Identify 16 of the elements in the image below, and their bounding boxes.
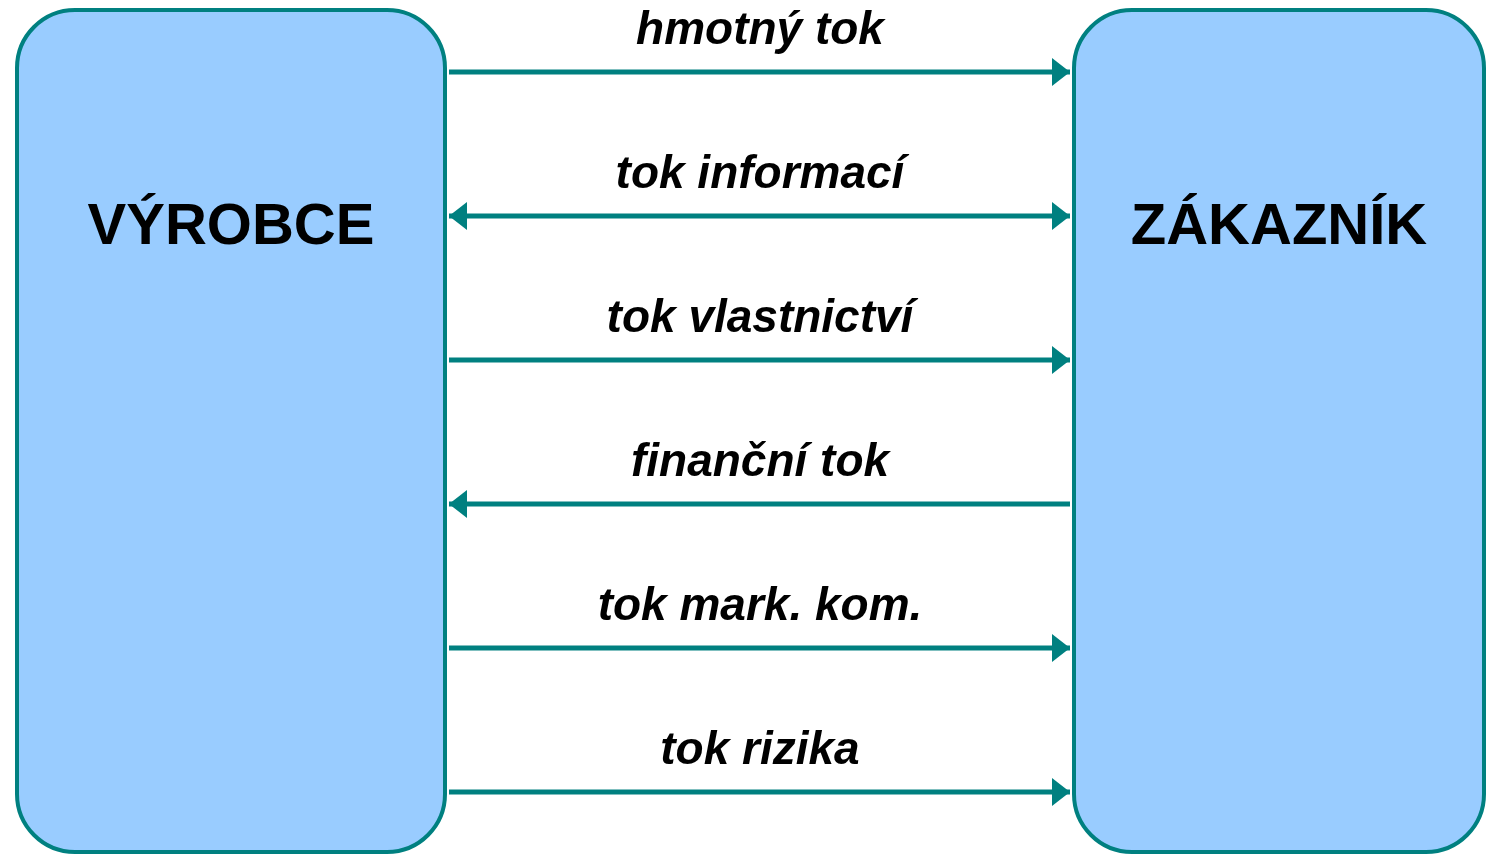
edge-label: tok informací [470,146,1050,198]
edge-label: finanční tok [629,434,892,486]
edge-label: tok rizika [659,722,861,774]
entity-box [1072,8,1486,854]
arrow [449,778,1070,806]
arrow [449,202,1070,230]
entity-title: ZÁKAZNÍK [1130,190,1428,258]
arrow [449,490,1070,518]
arrow [449,634,1070,662]
arrow [449,58,1070,86]
edge-label: tok vlastnictví [470,290,1050,342]
edge-label: hmotný tok [635,2,887,54]
entity-box [15,8,447,854]
entity-title: VÝROBCE [87,190,375,258]
arrow [449,346,1070,374]
edge-label: tok mark. kom. [596,578,924,630]
